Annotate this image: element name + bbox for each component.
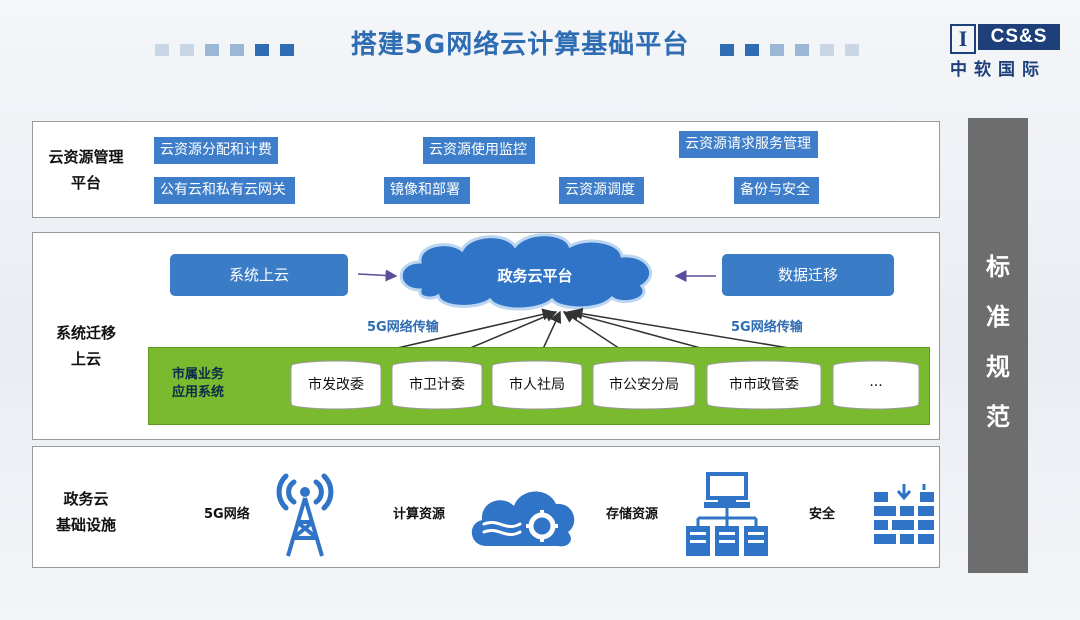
infra-compute-label: 计算资源	[393, 507, 446, 522]
system-name: 市发改委	[308, 377, 364, 393]
migration-label: 系统迁移 上云	[55, 324, 116, 368]
system-name: 市卫计委	[409, 377, 465, 393]
db-cylinder: 市卫计委	[391, 360, 483, 410]
data-migration-box: 数据迁移	[722, 254, 894, 296]
transfer-label-right: 5G网络传输	[731, 320, 803, 335]
system-name: ...	[869, 374, 883, 390]
db-cylinder: 市市政管委	[706, 360, 822, 410]
mgmt-item-monitoring: 云资源使用监控	[423, 137, 535, 164]
infra-label: 政务云 基础设施	[55, 490, 116, 534]
mgmt-item-scheduling: 云资源调度	[559, 177, 644, 204]
standards-sidebar: 标 准 规 范	[968, 118, 1028, 573]
gov-cloud-title: 政务云平台	[497, 267, 573, 285]
standards-char: 标	[986, 253, 1010, 281]
standards-char: 准	[986, 303, 1010, 331]
mgmt-item-image-deploy: 镜像和部署	[384, 177, 470, 204]
standards-char: 规	[986, 353, 1010, 381]
storage-network-icon	[686, 472, 768, 556]
system-name: 市人社局	[509, 377, 565, 393]
company-logo: I CS&S 中软国际	[945, 20, 1065, 80]
db-cylinder: 市公安分局	[592, 360, 696, 410]
db-cylinder: 市发改委	[290, 360, 382, 410]
infra-security-label: 安全	[809, 507, 836, 522]
mgmt-item-backup-security: 备份与安全	[734, 177, 819, 204]
antenna-tower-icon	[276, 473, 334, 557]
system-name: 市公安分局	[609, 377, 679, 393]
system-to-cloud-box: 系统上云	[170, 254, 348, 296]
infra-5g-label: 5G网络	[204, 507, 250, 522]
page-title: 搭建5G网络云计算基础平台	[350, 30, 690, 60]
mgmt-item-gateway: 公有云和私有云网关	[154, 177, 295, 204]
standards-char: 范	[986, 403, 1010, 431]
mgmt-platform-label: 云资源管理 平台	[48, 148, 124, 192]
mgmt-item-request-service: 云资源请求服务管理	[679, 131, 818, 158]
cloud-gear-icon	[471, 491, 575, 547]
title-deco-left	[155, 41, 305, 56]
logo-name: CS&S	[978, 24, 1060, 50]
db-cylinder: 市人社局	[491, 360, 583, 410]
mgmt-item-billing: 云资源分配和计费	[154, 137, 278, 164]
system-name: 市市政管委	[729, 377, 799, 393]
transfer-label-left: 5G网络传输	[367, 320, 439, 335]
db-cylinder: ...	[832, 360, 920, 410]
infra-storage-label: 存储资源	[606, 507, 659, 522]
firewall-icon	[874, 484, 934, 544]
city-apps-label: 市属业务 应用系统	[172, 367, 225, 400]
logo-mark: I	[950, 24, 976, 54]
title-deco-right	[720, 41, 870, 56]
logo-cn-name: 中软国际	[950, 60, 1046, 80]
